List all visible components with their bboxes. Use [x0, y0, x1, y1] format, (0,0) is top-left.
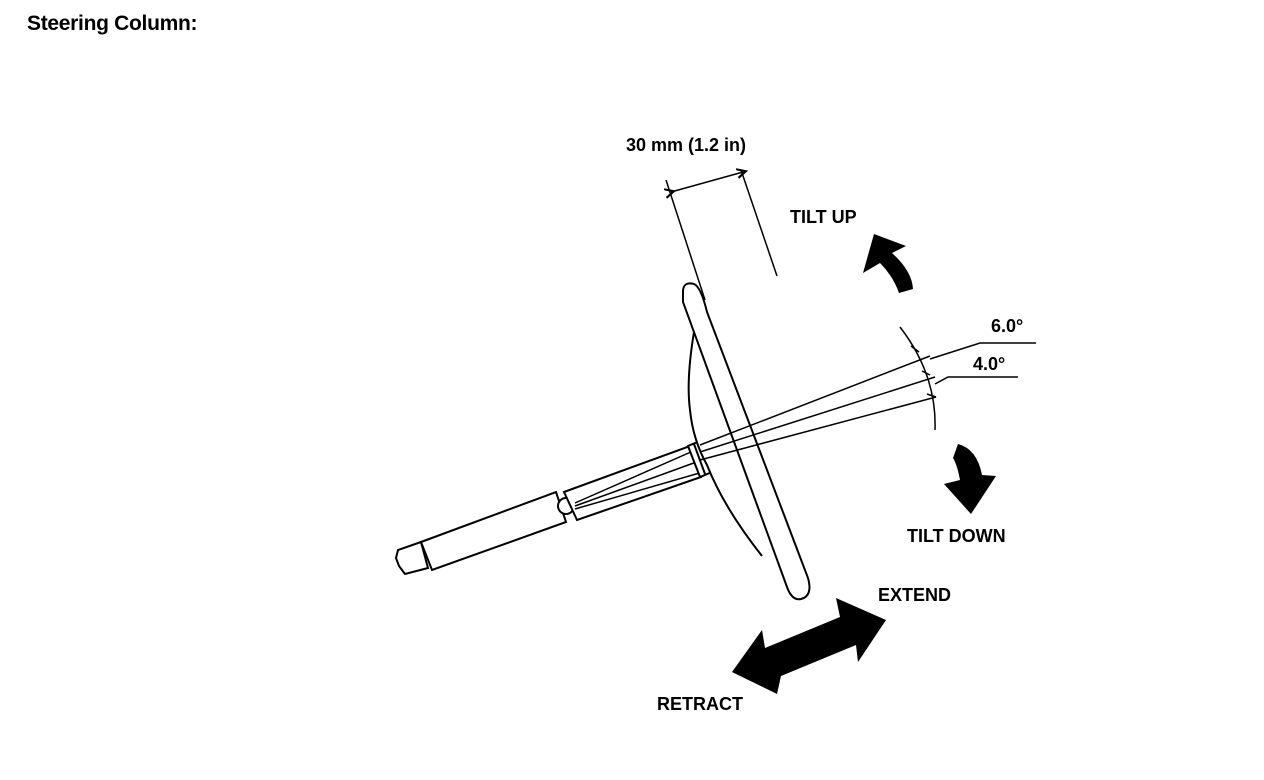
angle-upper-label: 6.0° — [991, 316, 1023, 336]
wheel-rim — [682, 282, 811, 601]
column-shaft — [394, 444, 703, 576]
column-internal-lines — [574, 447, 704, 510]
tilt-down-arrow-icon — [944, 444, 996, 514]
telescopic-double-arrow-icon — [732, 598, 886, 694]
angle-leader-lower — [934, 376, 1018, 385]
angle-leader-upper — [929, 342, 1036, 360]
tilt-angle-arc — [899, 326, 936, 431]
tilt-down-label: TILT DOWN — [907, 526, 1006, 546]
shaft-end — [394, 540, 430, 576]
angle-lower-label: 4.0° — [973, 354, 1005, 374]
steering-wheel — [682, 282, 811, 601]
tilt-axis-lines — [699, 355, 937, 461]
page-title: Steering Column: — [27, 12, 198, 35]
dimension-lines — [666, 170, 778, 301]
lower-tube — [419, 490, 568, 572]
retract-label: RETRACT — [657, 694, 743, 714]
tilt-up-label: TILT UP — [790, 207, 857, 227]
angle-ticks — [910, 345, 937, 398]
tilt-up-arrow-icon — [863, 234, 913, 293]
dimension-label: 30 mm (1.2 in) — [626, 135, 746, 155]
extend-label: EXTEND — [878, 585, 951, 605]
